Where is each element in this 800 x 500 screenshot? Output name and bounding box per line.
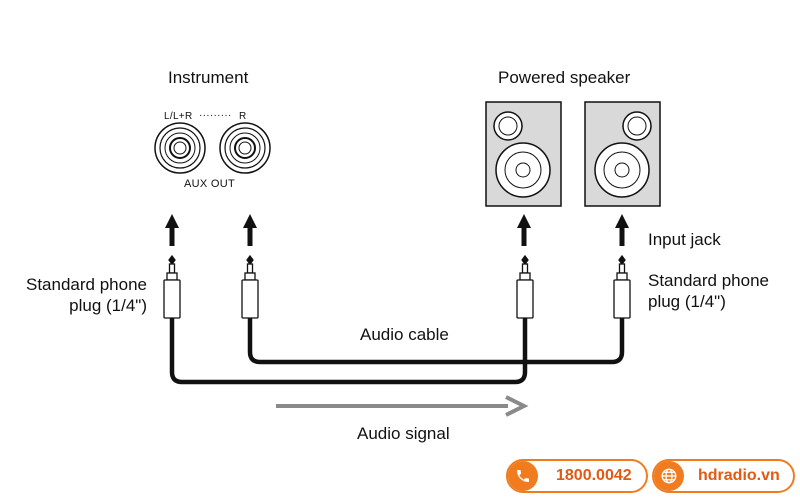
phone-plug bbox=[241, 254, 259, 319]
website-link-button[interactable]: hdradio.vn bbox=[652, 459, 795, 493]
phone-plug bbox=[613, 254, 631, 319]
aux-out-label: AUX OUT bbox=[184, 178, 235, 190]
up-arrow-icon bbox=[243, 214, 257, 246]
plug-left-label-line2: plug (1/4") bbox=[69, 296, 147, 315]
jack-left-label: L/L+R bbox=[164, 111, 193, 122]
up-arrow-icon bbox=[165, 214, 179, 246]
audio-signal-arrow bbox=[276, 395, 529, 417]
audio-cable-label: Audio cable bbox=[360, 325, 449, 344]
phone-number: 1800.0042 bbox=[556, 467, 632, 484]
phone-hotline-button[interactable]: 1800.0042 bbox=[506, 459, 648, 493]
jack-dots: ········· bbox=[199, 110, 232, 121]
up-arrow-icon bbox=[517, 214, 531, 246]
speaker-right bbox=[584, 101, 661, 207]
input-jack-label: Input jack bbox=[648, 230, 721, 249]
instrument-label: Instrument bbox=[168, 68, 249, 87]
globe-icon bbox=[654, 461, 684, 491]
plug-right-label-line2: plug (1/4") bbox=[648, 292, 726, 311]
speaker-left bbox=[485, 101, 562, 207]
phone-plug bbox=[516, 254, 534, 319]
plug-left-label-line1: Standard phone bbox=[26, 275, 147, 294]
audio-cable-inner bbox=[247, 318, 625, 365]
plug-right-label-line1: Standard phone bbox=[648, 271, 769, 290]
phone-icon bbox=[508, 461, 538, 491]
jack-right-label: R bbox=[239, 111, 247, 122]
phone-plug bbox=[163, 254, 181, 319]
audio-signal-label: Audio signal bbox=[357, 424, 450, 443]
website-url: hdradio.vn bbox=[698, 467, 780, 484]
powered-speaker-label: Powered speaker bbox=[498, 68, 631, 87]
aux-out-jack-right bbox=[219, 122, 271, 174]
up-arrow-icon bbox=[615, 214, 629, 246]
aux-out-jack-left bbox=[154, 122, 206, 174]
audio-cable-outer bbox=[169, 318, 528, 385]
